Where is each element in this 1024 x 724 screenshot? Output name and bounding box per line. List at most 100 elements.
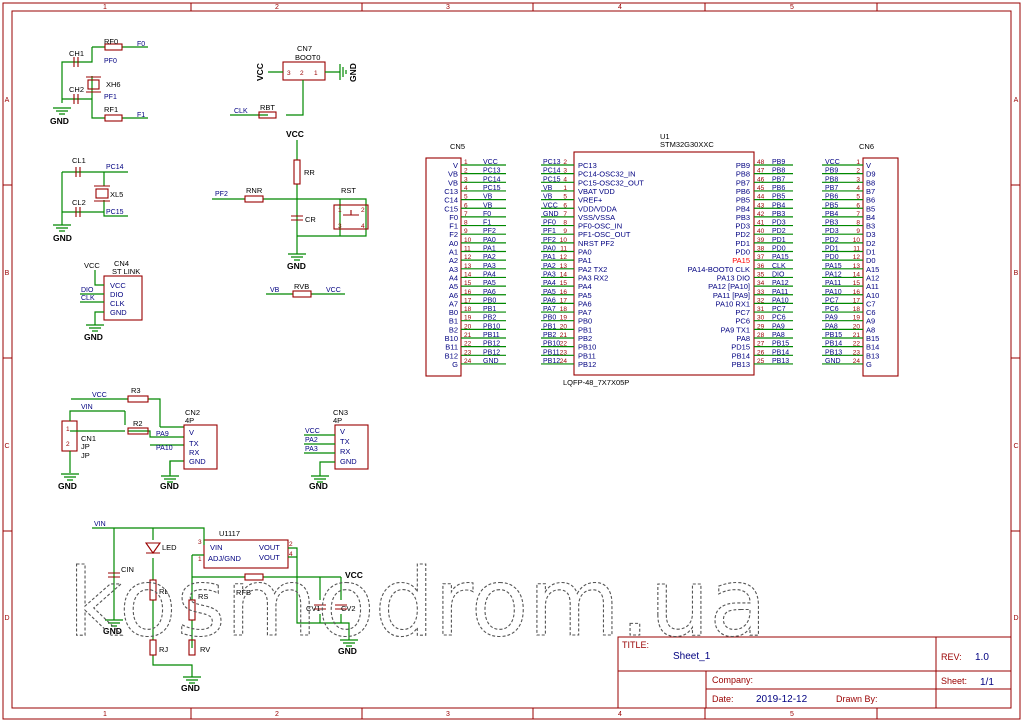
jp-gnd: GND — [58, 481, 77, 491]
rf0-resistor — [104, 43, 123, 51]
cn5-label: CN5 — [450, 142, 465, 151]
xl5-crystal — [95, 188, 109, 199]
rj-resistor — [149, 639, 157, 656]
jp-pin2: 2 — [66, 441, 70, 448]
u1-pin-net: PB14 — [772, 349, 789, 356]
u1117-num-2: 2 — [289, 541, 293, 548]
rr-resistor — [293, 159, 301, 185]
watermark: kosmodrom.ua — [68, 549, 767, 658]
u1-pin-net: PC7 — [772, 306, 786, 313]
net-pf0: PF0 — [104, 58, 117, 65]
u1-pin-number: 25 — [757, 358, 765, 365]
cn4-body — [103, 275, 143, 321]
u1-pin-net: PF1 — [543, 228, 556, 235]
r2-resistor — [127, 427, 149, 435]
u1-pin-number: 14 — [560, 271, 568, 278]
cn6-pin-label: V — [866, 161, 871, 170]
cn5-pin-number: 13 — [464, 263, 472, 270]
cn5-pin-number: 19 — [464, 315, 472, 322]
cn5-pin-net: PA0 — [483, 237, 496, 244]
net-vcc-jp: VCC — [92, 392, 107, 399]
cn4-pin-vcc: VCC — [110, 281, 126, 290]
cin-cap — [108, 572, 120, 578]
cn5-pin-net: PC15 — [483, 185, 501, 192]
rst-button[interactable] — [333, 204, 369, 230]
u1-pin-number: 11 — [560, 246, 567, 253]
cn5-pin-net: VCC — [483, 159, 498, 166]
cn6-pin-label: A12 — [866, 273, 879, 282]
cn5-pin-label: B0 — [449, 308, 458, 317]
title-label: TITLE: — [622, 640, 649, 650]
u1-pin-net: PB3 — [772, 211, 785, 218]
u1-pin-net: PB0 — [543, 315, 556, 322]
frame-col-1: 1 — [103, 4, 107, 11]
cn5-pin-number: 8 — [464, 220, 468, 227]
cn6-pin-label: A9 — [866, 317, 875, 326]
cn5-pin-net: PA3 — [483, 263, 496, 270]
cn5-pin-label: G — [452, 360, 458, 369]
stlink-gnd: GND — [84, 332, 103, 342]
cn4-pin-clk: CLK — [110, 299, 125, 308]
frame-row-b-right: B — [1014, 270, 1019, 277]
lse-crystal-circuit: CL1 XL5 CL2 PC14 PC15 GND — [53, 156, 128, 243]
reset-circuit: VCC RR CR RNR PF2 RST 1 2 3 4 GND — [212, 129, 369, 271]
u1-pin-number: 48 — [757, 159, 765, 166]
frame-col-5: 5 — [790, 4, 794, 11]
cn6-pin-number: 23 — [853, 349, 861, 356]
power-vcc: VCC — [345, 570, 363, 580]
cn6-pin-label: B13 — [866, 351, 879, 360]
cn6-pin-number: 17 — [853, 297, 861, 304]
net-vb: VB — [270, 287, 280, 294]
u1-pin-net: PA1 — [543, 254, 556, 261]
net-f1: F1 — [137, 112, 145, 119]
u1-pin-net: PB7 — [772, 176, 785, 183]
cn6-pin-label: C7 — [866, 299, 876, 308]
xh6-crystal — [87, 79, 100, 90]
cn6-pin-net: PB14 — [825, 341, 842, 348]
u1-pin-number: 28 — [757, 332, 765, 339]
cn5-pin-number: 7 — [464, 211, 468, 218]
cn6-pin-net: PB5 — [825, 202, 838, 209]
cn5-pin-net: VB — [483, 194, 493, 201]
cn3-type: 4P — [333, 416, 342, 425]
cn6-pin-net: PB4 — [825, 211, 838, 218]
cn5-pin-net: PB0 — [483, 297, 496, 304]
net-dio-stlink: DIO — [81, 287, 94, 294]
rr-label: RR — [304, 168, 315, 177]
rv-pot[interactable] — [188, 639, 196, 656]
cl1-label: CL1 — [72, 156, 86, 165]
rv-label: RV — [200, 645, 210, 654]
u1-pin-number: 16 — [560, 289, 568, 296]
date-label: Date: — [712, 694, 734, 704]
u1-pin-net: PC13 — [543, 159, 561, 166]
cn6-pin-number: 13 — [853, 263, 861, 270]
cn6-pin-number: 12 — [853, 254, 861, 261]
cn5-pin-number: 21 — [464, 332, 472, 339]
cn2-connector: CN2 4P V TX RX GND PA9 PA10 GND — [156, 408, 218, 491]
cn5-pin-number: 1 — [464, 159, 468, 166]
rf1-resistor — [104, 114, 123, 122]
u1-pin-name: PB13 — [732, 360, 750, 369]
frame-col-4: 4 — [618, 4, 622, 11]
cn5-pin-net: F1 — [483, 220, 491, 227]
u1117-num-1: 1 — [198, 556, 202, 563]
cn6-pin-label: D1 — [866, 248, 876, 257]
